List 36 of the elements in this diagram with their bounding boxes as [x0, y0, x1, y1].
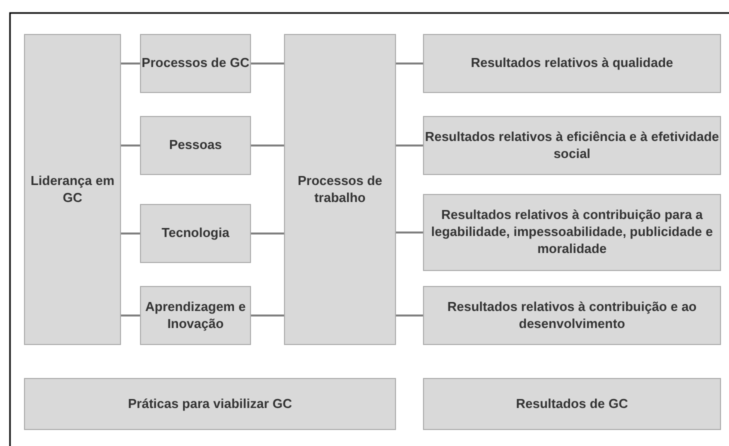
box-label: Tecnologia	[162, 225, 230, 242]
box-label: Processos de GC	[142, 55, 250, 72]
process-box	[423, 378, 721, 430]
connector-line	[251, 144, 284, 146]
process-box	[423, 116, 721, 175]
connector-line	[251, 232, 284, 234]
connector-line	[121, 144, 140, 146]
box-label: Resultados de GC	[516, 396, 628, 412]
box-label: Práticas para viabilizar GC	[128, 396, 292, 412]
box-label: Resultados relativos à contribuição para a legabilidade, impessoabilidade, publicidade e moralidade	[430, 207, 714, 258]
process-box	[24, 34, 121, 345]
connector-line	[251, 62, 284, 64]
connector-line	[121, 314, 140, 316]
box-label: Aprendizagem e Inovação	[144, 298, 247, 332]
process-box	[423, 286, 721, 345]
box-label: Processos de trabalho	[296, 172, 384, 206]
connector-line	[396, 232, 423, 234]
connector-line	[396, 144, 423, 146]
box-label: Resultados relativos à eficiência e à efetividade social	[424, 128, 720, 162]
process-box	[140, 286, 251, 345]
connector-line	[121, 62, 140, 64]
connector-line	[251, 314, 284, 316]
process-box	[140, 116, 251, 175]
process-box	[140, 204, 251, 263]
connector-line	[396, 314, 423, 316]
box-label: Pessoas	[169, 137, 222, 154]
connector-line	[396, 62, 423, 64]
process-box	[423, 194, 721, 271]
process-box	[24, 378, 396, 430]
box-label: Liderança em GC	[30, 172, 116, 206]
box-label: Resultados relativos à qualidade	[470, 55, 674, 72]
process-box	[423, 34, 721, 93]
connector-line	[121, 232, 140, 234]
process-box	[140, 34, 251, 93]
box-label: Resultados relativos à contribuição e ao desenvolvimento	[446, 298, 698, 332]
process-box	[284, 34, 396, 345]
